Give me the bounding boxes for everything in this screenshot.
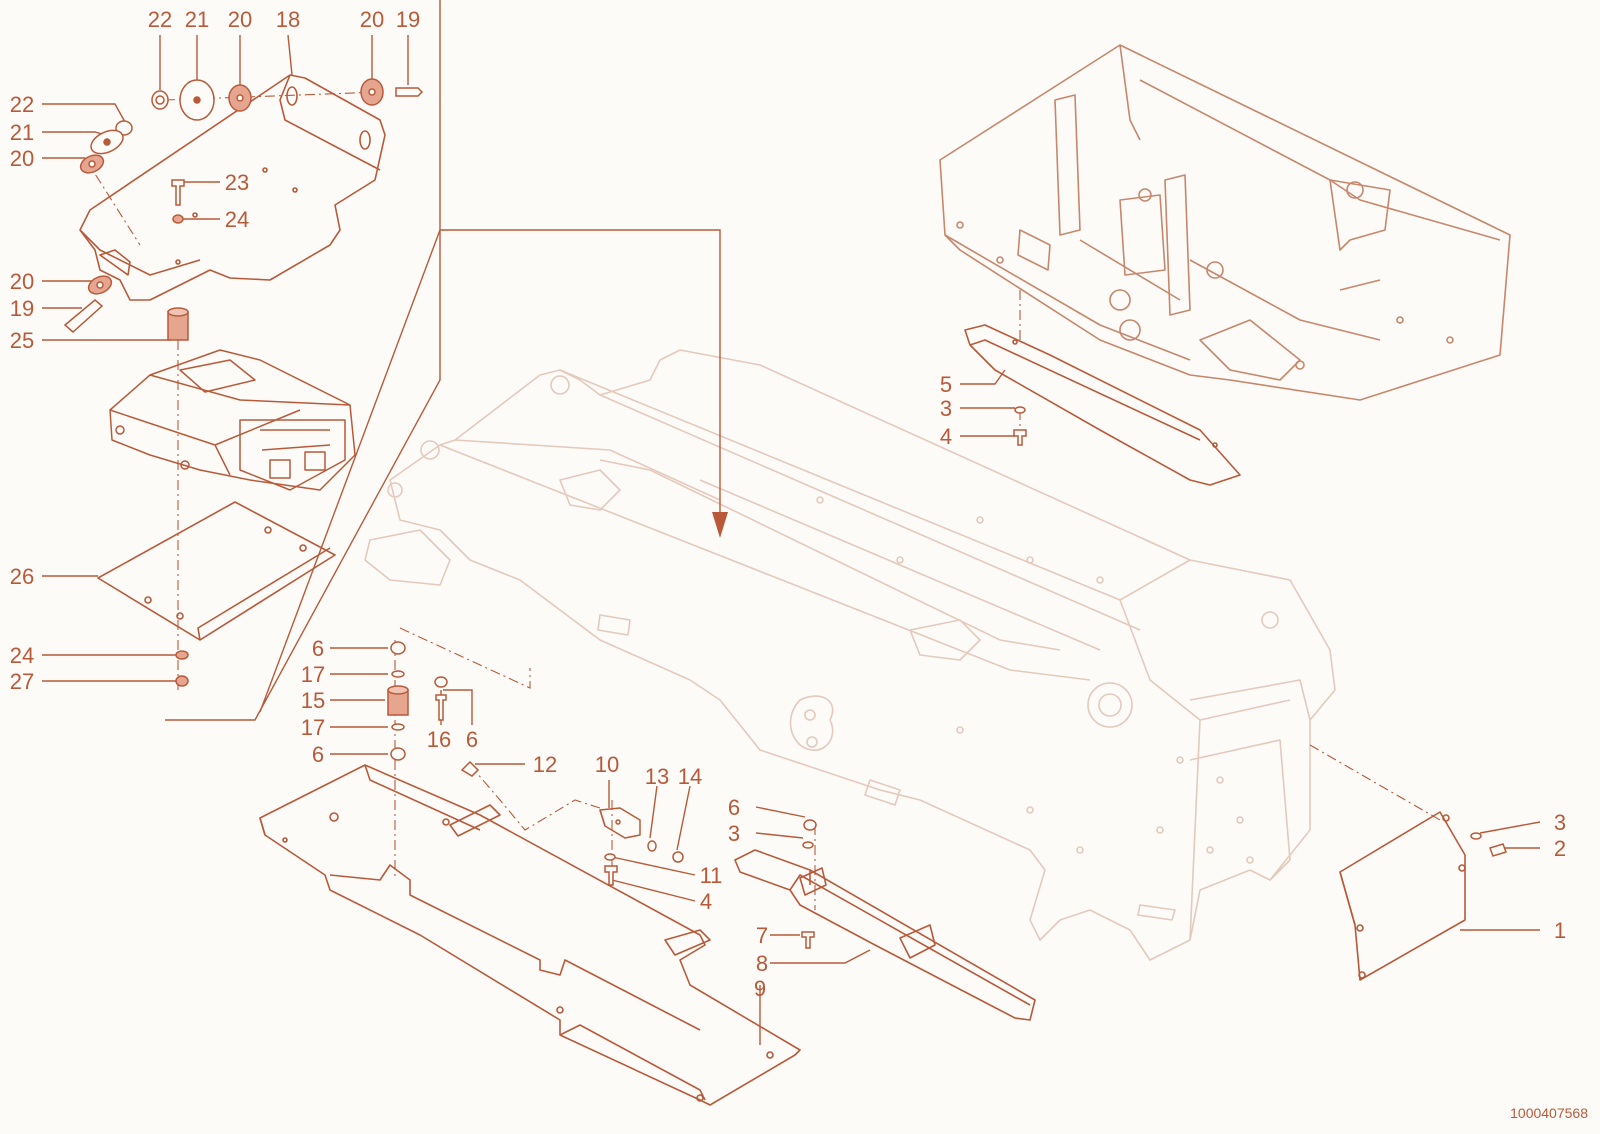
callout-26: 26 — [10, 564, 34, 589]
callout-22-left: 22 — [10, 92, 34, 117]
callout-4-b: 4 — [940, 424, 952, 449]
nut-6-bottom — [390, 747, 406, 761]
callout-18: 18 — [276, 7, 300, 32]
washer-11 — [604, 853, 616, 861]
callout-17-a: 17 — [301, 662, 325, 687]
nut-6-mid — [803, 819, 817, 831]
callout-20-left: 20 — [10, 146, 34, 171]
callout-22-top: 22 — [148, 7, 172, 32]
chassis-frame — [364, 349, 1336, 961]
washer-24-top — [172, 214, 184, 224]
callout-3-a: 3 — [728, 821, 740, 846]
callout-10: 10 — [595, 752, 619, 777]
bolt-4 — [604, 865, 618, 886]
washer-3-right — [1470, 832, 1482, 840]
callout-9: 9 — [754, 976, 766, 1001]
bolt-2 — [1489, 843, 1507, 857]
callout-21-left: 21 — [10, 120, 34, 145]
nut-14 — [672, 851, 684, 863]
callout-24-lower: 24 — [10, 643, 34, 668]
washer-17-bottom — [391, 723, 405, 731]
upper-rail — [964, 324, 1241, 486]
callout-8: 8 — [756, 951, 768, 976]
channel-rail — [734, 849, 1036, 1021]
washer-13 — [647, 840, 657, 852]
nut-27 — [175, 675, 189, 687]
callout-20-lower-left: 20 — [10, 269, 34, 294]
arrow-head — [712, 512, 728, 538]
drawing-reference-number: 1000407568 — [1510, 1105, 1588, 1121]
callout-7: 7 — [756, 923, 768, 948]
callout-6-d: 6 — [728, 795, 740, 820]
washer-24-lower — [175, 650, 189, 660]
callout-labels: 22 21 20 18 20 19 22 21 20 23 24 20 19 2… — [10, 7, 1566, 1001]
callout-6-a: 6 — [312, 636, 324, 661]
callout-20-top-right: 20 — [360, 7, 384, 32]
callout-3-b: 3 — [940, 396, 952, 421]
bracket-plate — [79, 74, 386, 301]
callout-27: 27 — [10, 669, 34, 694]
callout-3-c: 3 — [1554, 810, 1566, 835]
callout-2: 2 — [1554, 836, 1566, 861]
bolt-7 — [801, 931, 815, 949]
callout-5: 5 — [940, 372, 952, 397]
callout-21-top: 21 — [185, 7, 209, 32]
base-plate — [97, 501, 336, 641]
bolt-23 — [171, 179, 185, 206]
callout-19-left: 19 — [10, 296, 34, 321]
bottom-panel — [259, 764, 801, 1106]
callout-4-a: 4 — [700, 889, 712, 914]
callout-6-c: 6 — [466, 727, 478, 752]
callout-15: 15 — [301, 688, 325, 713]
callout-25: 25 — [10, 328, 34, 353]
washer-3-mid — [802, 841, 814, 849]
callout-12: 12 — [533, 752, 557, 777]
bolt-12 — [460, 760, 480, 777]
callout-1: 1 — [1554, 918, 1566, 943]
ecu-module — [109, 349, 356, 491]
callout-11: 11 — [700, 863, 723, 888]
clip-bracket — [599, 807, 641, 839]
nut-22-top — [151, 90, 169, 110]
bolt-19-lower — [63, 299, 104, 334]
callout-24-upper: 24 — [225, 207, 249, 232]
nut-6-top — [390, 641, 406, 655]
callout-6-b: 6 — [312, 742, 324, 767]
callout-19-top: 19 — [396, 7, 420, 32]
callout-23: 23 — [225, 170, 249, 195]
bolt-16 — [435, 694, 447, 721]
callout-14: 14 — [678, 764, 702, 789]
cover-panel — [1339, 811, 1466, 981]
washer-17-top — [391, 670, 405, 678]
callout-20-top: 20 — [228, 7, 252, 32]
rear-frame-section — [939, 44, 1511, 401]
callout-16: 16 — [427, 727, 451, 752]
washer-3-upper — [1014, 406, 1026, 414]
callout-17-b: 17 — [301, 715, 325, 740]
nut-6-right — [434, 676, 448, 688]
leader-lines — [42, 0, 1541, 1045]
bolt-19-top — [395, 87, 424, 97]
bolt-4-upper — [1013, 429, 1027, 446]
hardware — [63, 78, 1507, 949]
callout-13: 13 — [645, 764, 669, 789]
